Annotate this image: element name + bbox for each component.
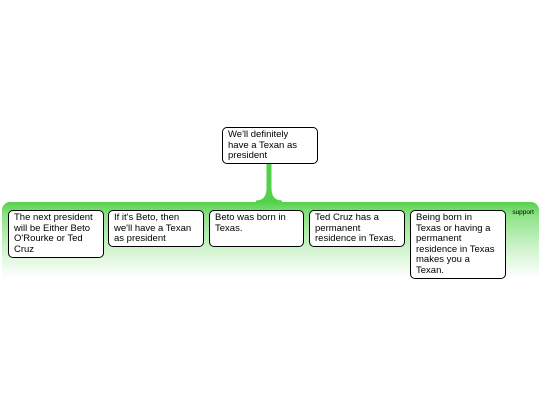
premise-node-5[interactable]: Being born in Texas or having a permanen… — [410, 210, 506, 279]
support-label: support — [512, 209, 534, 216]
premise-node-2[interactable]: If it's Beto, then we'll have a Texan as… — [108, 210, 204, 247]
premise-node-3[interactable]: Beto was born in Texas. — [209, 210, 304, 247]
premise-node-1[interactable]: The next president will be Either Beto O… — [8, 210, 104, 258]
premise-node-4[interactable]: Ted Cruz has a permanent residence in Te… — [309, 210, 405, 247]
conclusion-node[interactable]: We'll definitely have a Texan as preside… — [222, 127, 318, 164]
